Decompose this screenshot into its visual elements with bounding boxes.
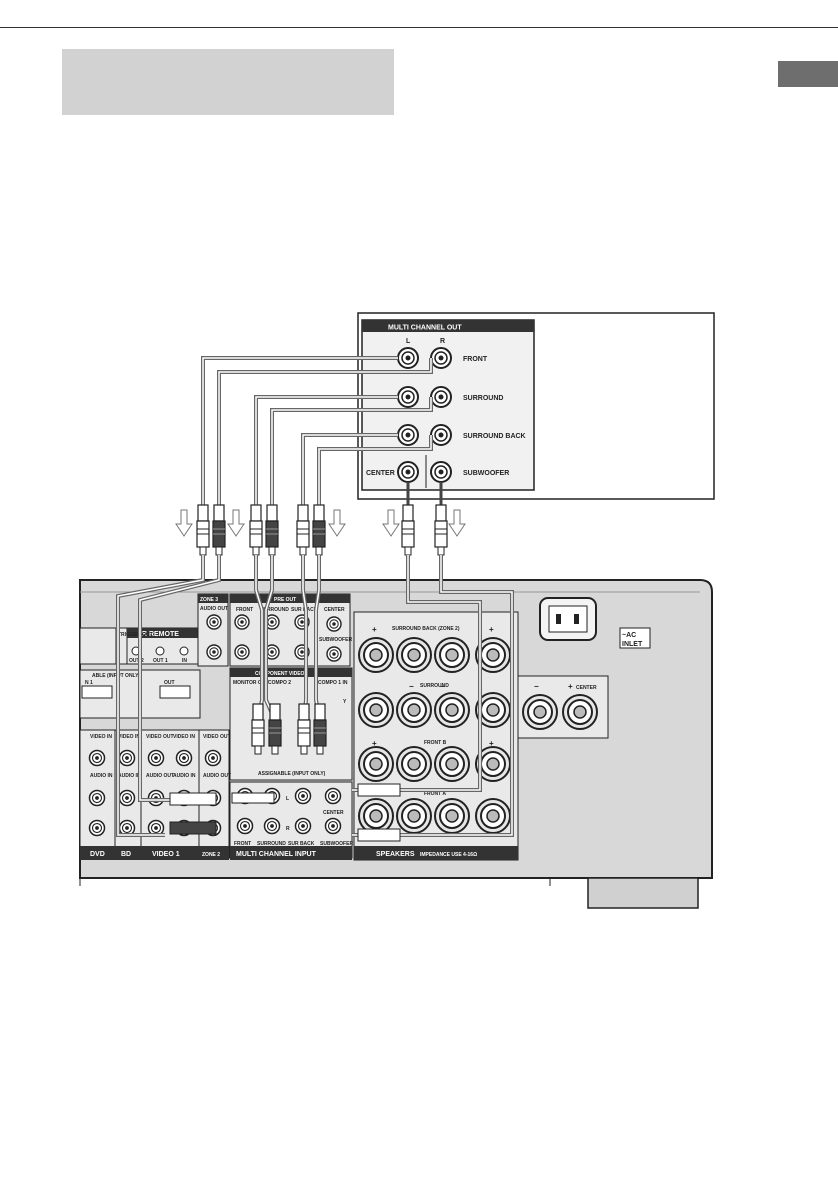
zone2-label: ZONE 2: [202, 852, 220, 858]
multi-channel-out-heading: MULTI CHANNEL OUT: [388, 325, 462, 332]
mci-surround-label: SURROUND: [257, 841, 286, 847]
surround-back-r-jack: [430, 424, 452, 446]
video1-audio-in-label: AUDIO IN: [173, 773, 196, 779]
surround-back-label: SURROUND BACK: [463, 433, 526, 440]
hdmi-out-label: OUT: [164, 680, 175, 686]
minus-sign: −: [409, 682, 414, 691]
pre-subwoofer-label: SUBWOOFER: [319, 637, 352, 643]
cables-center-sub: [406, 482, 443, 505]
mci-l-label: L: [286, 796, 289, 802]
receiver-rear-panel: ~AC INLET IR REMOTE TRIGGER OUT OUT 2 OU…: [79, 579, 713, 909]
ac-inlet-label-2: INLET: [622, 641, 643, 648]
pre-surround-label: SURROUND: [260, 607, 289, 613]
plus-sign-2: +: [489, 625, 494, 634]
trigger-out-label: TRIGGER OUT: [118, 632, 153, 638]
bd-label: BD: [121, 851, 131, 858]
surround-back-zone2-label: SURROUND BACK (ZONE 2): [392, 626, 460, 632]
center-plus: +: [568, 682, 573, 691]
mci-sur-back-label: SUR BACK: [288, 841, 315, 847]
plus-sign: +: [372, 625, 377, 634]
surround-back-l-jack: [397, 424, 419, 446]
impedance-label: IMPEDANCE USE 4-16Ω: [420, 852, 477, 858]
pre-center-label: CENTER: [324, 607, 345, 613]
component-video-label: COMPONENT VIDEO: [255, 671, 305, 677]
video1-label: VIDEO 1: [152, 851, 180, 858]
center-label: CENTER: [366, 470, 395, 477]
video1-video-out-label: VIDEO OUT: [146, 734, 174, 740]
section-tab: [778, 61, 838, 87]
mci-subwoofer-label: SUBWOOFER: [320, 841, 353, 847]
compo1-label: COMPO 1 IN: [318, 680, 348, 686]
pre-front-label: FRONT: [236, 607, 253, 613]
zone3-audio-out-label: AUDIO OUT: [200, 606, 228, 612]
plus-sign-3: +: [372, 739, 377, 748]
video1-audio-out-label: AUDIO OUT: [146, 773, 174, 779]
mci-front-label: FRONT: [234, 841, 251, 847]
center-jack: [397, 461, 419, 483]
ir-remote-label: IR REMOTE: [140, 631, 179, 638]
title-box: [62, 49, 394, 115]
dvd-audio-in-label: AUDIO IN: [90, 773, 113, 779]
video1-video-in-label: VIDEO IN: [173, 734, 195, 740]
assignable-input-only-label: ASSIGNABLE (INPUT ONLY): [258, 771, 326, 777]
surround-label: SURROUND: [463, 395, 503, 402]
zone2-audio-out-label: AUDIO OUT: [203, 773, 231, 779]
front-r-jack: [430, 347, 452, 369]
col-l-label: L: [406, 338, 411, 345]
monitor-out-label: MONITOR OUT: [233, 680, 268, 686]
zone3-label: ZONE 3: [200, 597, 218, 603]
subwoofer-jack: [430, 461, 452, 483]
surround-r-jack: [430, 386, 452, 408]
speaker-center-label: CENTER: [576, 685, 597, 691]
front-label: FRONT: [463, 356, 488, 363]
pre-out-label: PRE OUT: [274, 597, 296, 603]
plus-sign-4: +: [489, 739, 494, 748]
ac-inlet-label-1: ~AC: [622, 632, 636, 639]
ir-out1-label: OUT 1: [153, 658, 168, 664]
dvd-label: DVD: [90, 851, 105, 858]
compo2-label: COMPO 2: [268, 680, 291, 686]
center-minus: −: [534, 682, 539, 691]
multi-channel-out-device: MULTI CHANNEL OUT L R FRONT SURROUND SUR…: [357, 312, 715, 500]
bd-video-in-label: VIDEO IN: [118, 734, 140, 740]
mci-r-label: R: [286, 826, 290, 832]
minus-sign-2: −: [440, 682, 445, 691]
plugs-inserted: [169, 703, 401, 842]
speaker-front-a-label: FRONT A: [424, 791, 446, 797]
dvd-video-in-label: VIDEO IN: [90, 734, 112, 740]
front-l-jack: [397, 347, 419, 369]
surround-l-jack: [397, 386, 419, 408]
speaker-surround-label: SURROUND: [420, 683, 449, 689]
speakers-label: SPEAKERS: [376, 851, 415, 858]
ir-in-label: IN: [182, 658, 187, 664]
col-r-label: R: [440, 338, 445, 345]
zone2-video-out-label: VIDEO OUT: [203, 734, 231, 740]
compo-y-label: Y: [343, 699, 347, 705]
subwoofer-label: SUBWOOFER: [463, 470, 509, 477]
ir-out2-label: OUT 2: [129, 658, 144, 664]
multi-channel-input-label: MULTI CHANNEL INPUT: [236, 851, 317, 858]
hdmi-in1-label: N 1: [85, 680, 93, 686]
bd-audio-in-label: AUDIO IN: [118, 773, 141, 779]
mci-center-label: CENTER: [323, 810, 344, 816]
top-rule: [0, 27, 838, 28]
speaker-front-b-label: FRONT B: [424, 740, 447, 746]
